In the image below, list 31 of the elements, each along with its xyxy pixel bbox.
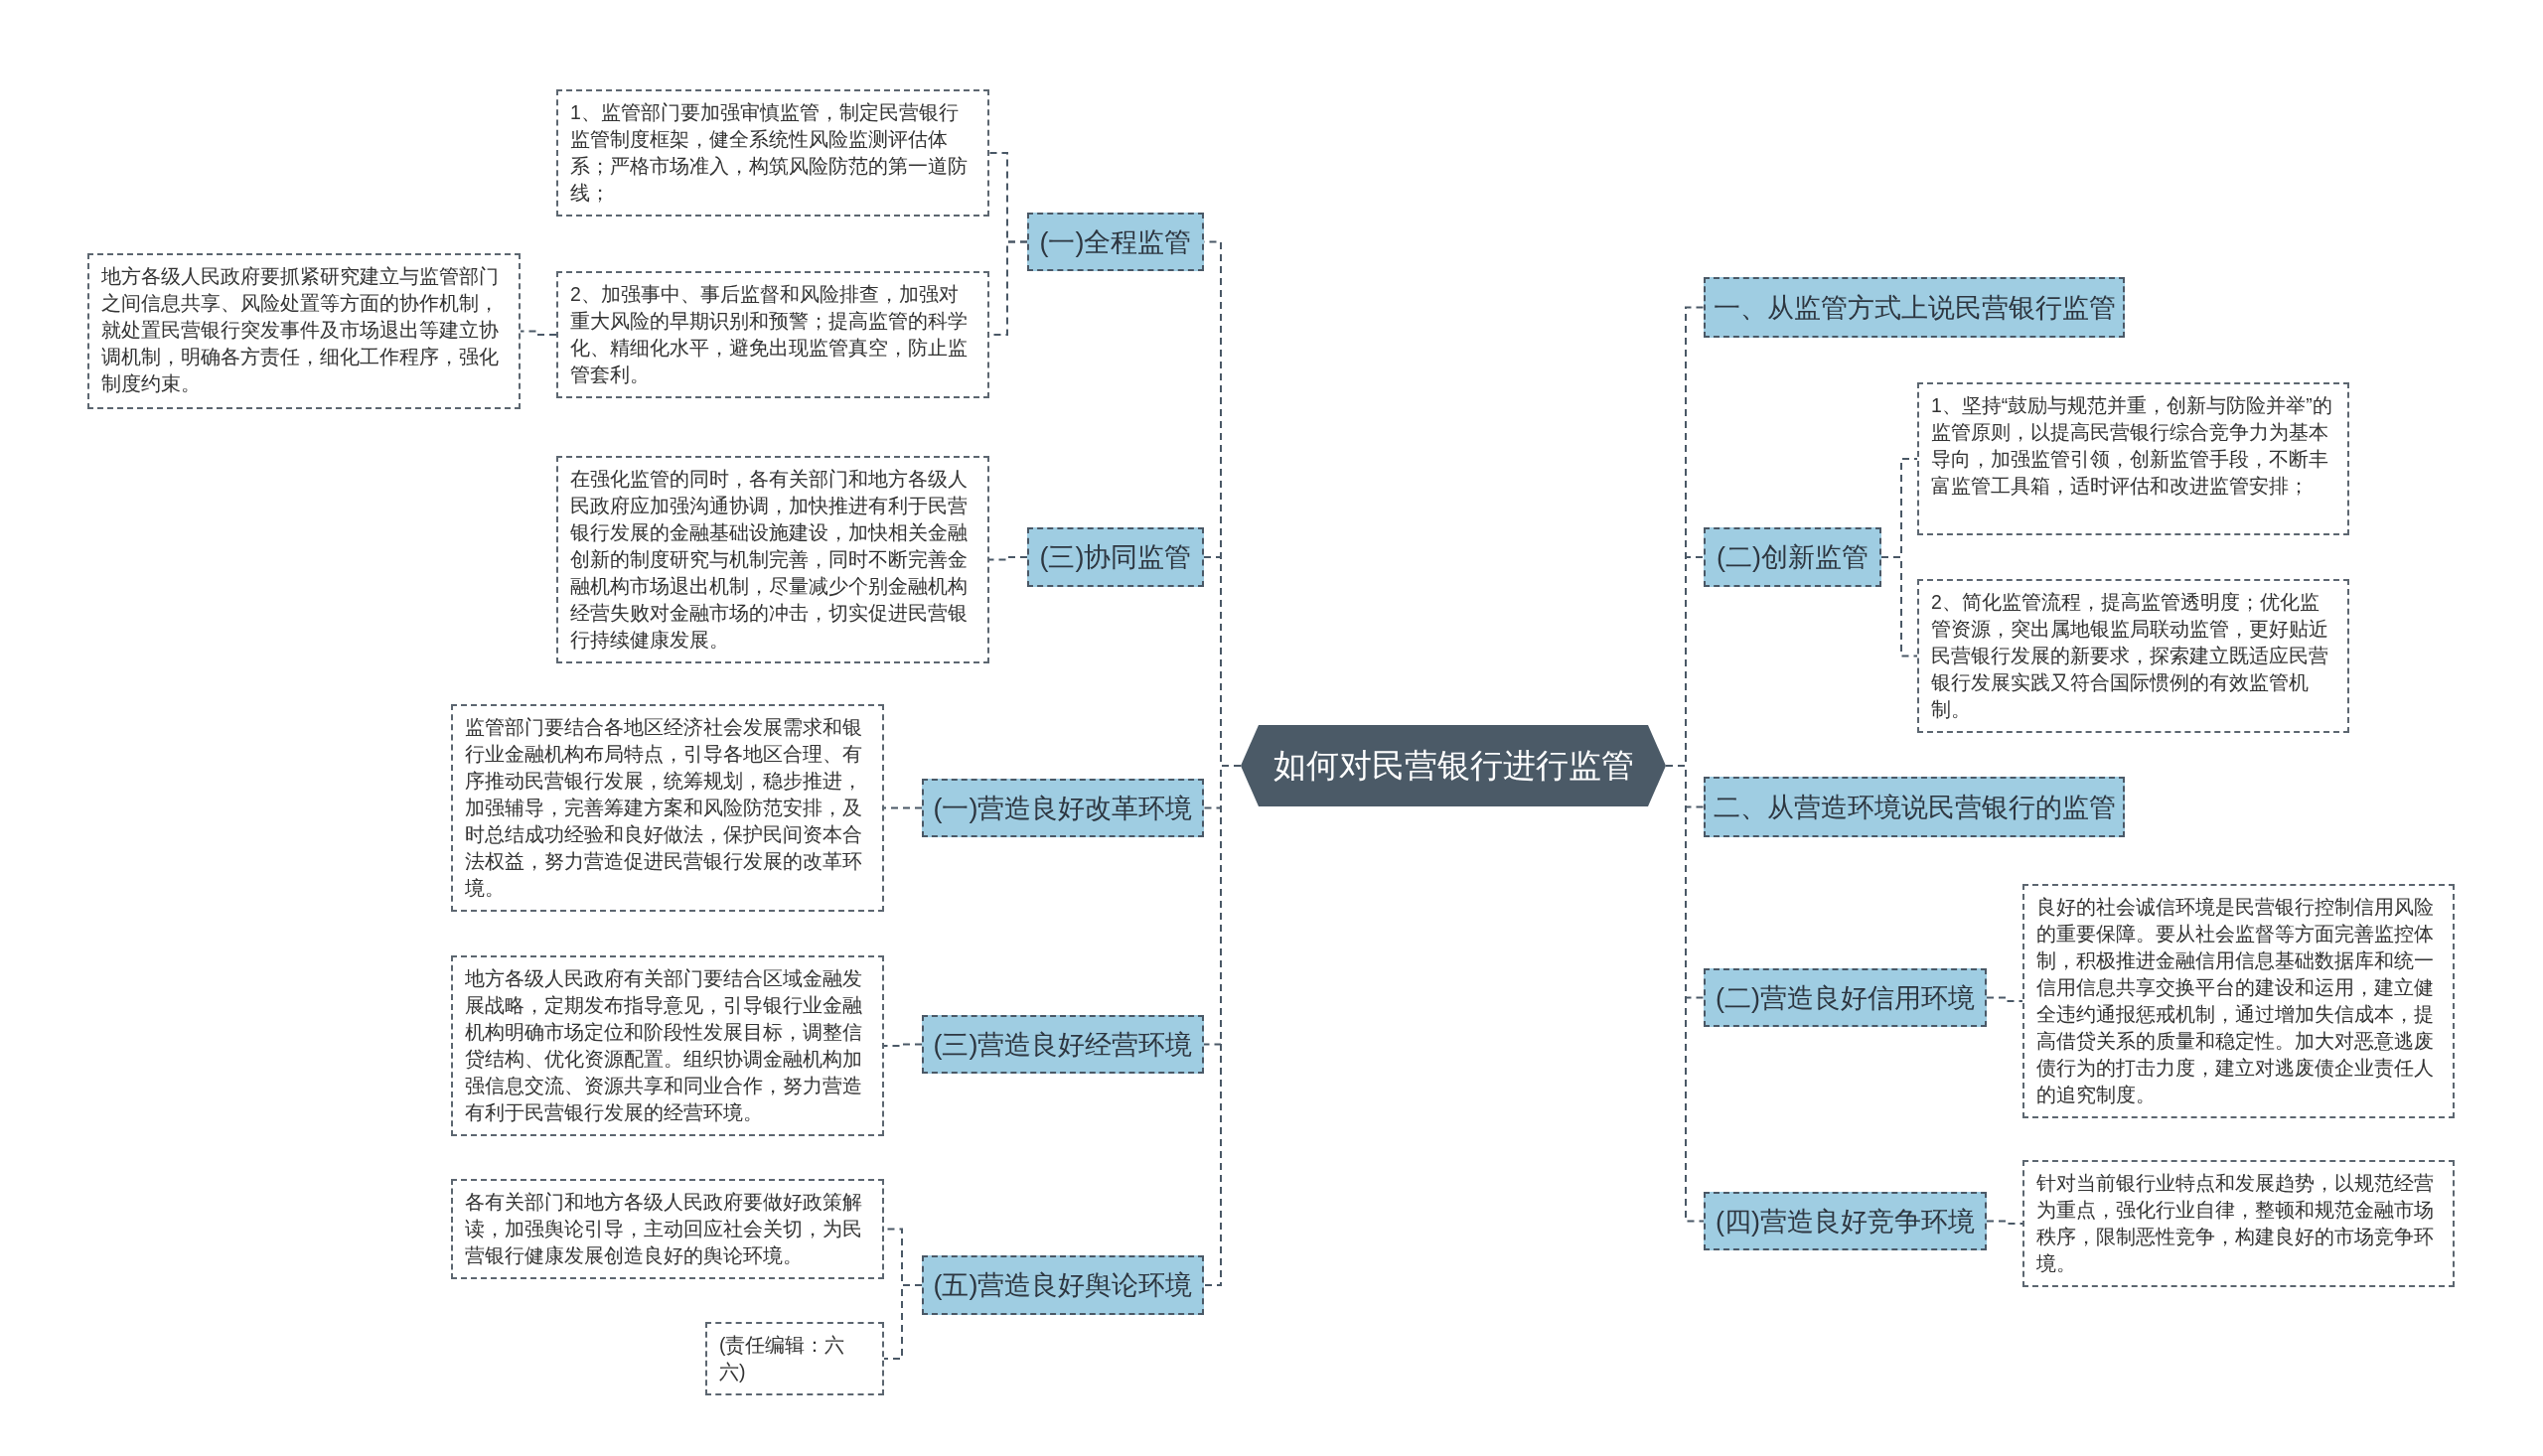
topic-box: (二)营造良好信用环境	[1704, 968, 1987, 1027]
text-box: 1、坚持“鼓励与规范并重，创新与防险并举”的监管原则，以提高民营银行综合竞争力为基本导向，加强监管引领，创新监管手段，不断丰富监管工具箱，适时评估和改进监管安排；	[1917, 382, 2349, 535]
topic-box: 一、从监管方式上说民营银行监管	[1704, 277, 2125, 338]
topic-box: (三)营造良好经营环境	[922, 1015, 1204, 1074]
central-topic: 如何对民营银行进行监管	[1241, 725, 1666, 806]
text-box: 监管部门要结合各地区经济社会发展需求和银行业金融机构布局特点，引导各地区合理、有序推动民营银行发展，统筹规划，稳步推进，加强辅导，完善筹建方案和风险防范安排，及时总结成功经验和良好做法，保护民间资本合法权益，努力营造促进民营银行发展的改革环境。	[451, 704, 884, 912]
text-box: 2、加强事中、事后监督和风险排查，加强对重大风险的早期识别和预警；提高监管的科学化、精细化水平，避免出现监管真空，防止监管套利。	[556, 271, 989, 398]
connector-line	[883, 806, 923, 809]
topic-box: (三)协同监管	[1027, 527, 1204, 587]
connector-line	[988, 556, 1028, 561]
topic-box: (二)创新监管	[1704, 527, 1881, 587]
connector-line	[520, 330, 557, 336]
text-box: 1、监管部门要加强审慎监管，制定民营银行监管制度框架，健全系统性风险监测评估体系；严格市场准入，构筑风险防范的第一道防线；	[556, 89, 989, 217]
connector-line	[1880, 556, 1918, 657]
text-box: 地方各级人民政府要抓紧研究建立与监管部门之间信息共享、风险处置等方面的协作机制，就处置民营银行突发事件及市场退出等建立协调机制，明确各方责任，细化工作程序，强化制度约束。	[87, 253, 521, 409]
text-box: 良好的社会诚信环境是民营银行控制信用风险的重要保障。要从社会监督等方面完善监控体制，积极推进金融信用信息基础数据库和统一信用信息共享交换平台的建设和运用，建立健全违约通报惩戒机制，通过增加失信成本，提高借贷关系的质量和稳定性。加大对恶意逃废债行为的打击力度，建立对逃废债企业责任人的追究制度。	[2022, 884, 2455, 1118]
topic-box: (五)营造良好舆论环境	[922, 1255, 1204, 1315]
text-box: 2、简化监管流程，提高监管透明度；优化监管资源，突出属地银监局联动监管，更好贴近民营银行发展的新要求，探索建立既适应民营银行发展实践又符合国际惯例的有效监管机制。	[1917, 579, 2349, 733]
text-box: 地方各级人民政府有关部门要结合区域金融发展战略，定期发布指导意见，引导银行业金融机构明确市场定位和阶段性发展目标，调整信贷结构、优化资源配置。组织协调金融机构加强信息交流、资源共享和同业合作，努力营造有利于民营银行发展的经营环境。	[451, 955, 884, 1136]
text-box: 在强化监管的同时，各有关部门和地方各级人民政府应加强沟通协调，加快推进有利于民营银行发展的金融基础设施建设，加快相关金融创新的制度研究与机制完善，同时不断完善金融机构市场退出机制，尽量减少个别金融机构经营失败对金融市场的冲击，切实促进民营银行持续健康发展。	[556, 456, 989, 663]
text-box: 针对当前银行业特点和发展趋势，以规范经营为重点，强化行业自律，整顿和规范金融市场秩序，限制恶性竞争，构建良好的市场竞争环境。	[2022, 1160, 2455, 1287]
text-box: 各有关部门和地方各级人民政府要做好政策解读，加强舆论引导，主动回应社会关切，为民营银行健康发展创造良好的舆论环境。	[451, 1179, 884, 1279]
topic-box: (一)全程监管	[1027, 213, 1204, 271]
text-box: (责任编辑：六六)	[705, 1322, 884, 1395]
connector-line	[883, 1284, 923, 1360]
topic-box: (四)营造良好竞争环境	[1704, 1192, 1987, 1250]
topic-box: (一)营造良好改革环境	[922, 779, 1204, 837]
connector-line	[1986, 996, 2023, 1002]
topic-box: 二、从营造环境说民营银行的监管	[1704, 777, 2125, 837]
connector-line	[883, 1043, 923, 1047]
connector-line	[1986, 1220, 2023, 1225]
